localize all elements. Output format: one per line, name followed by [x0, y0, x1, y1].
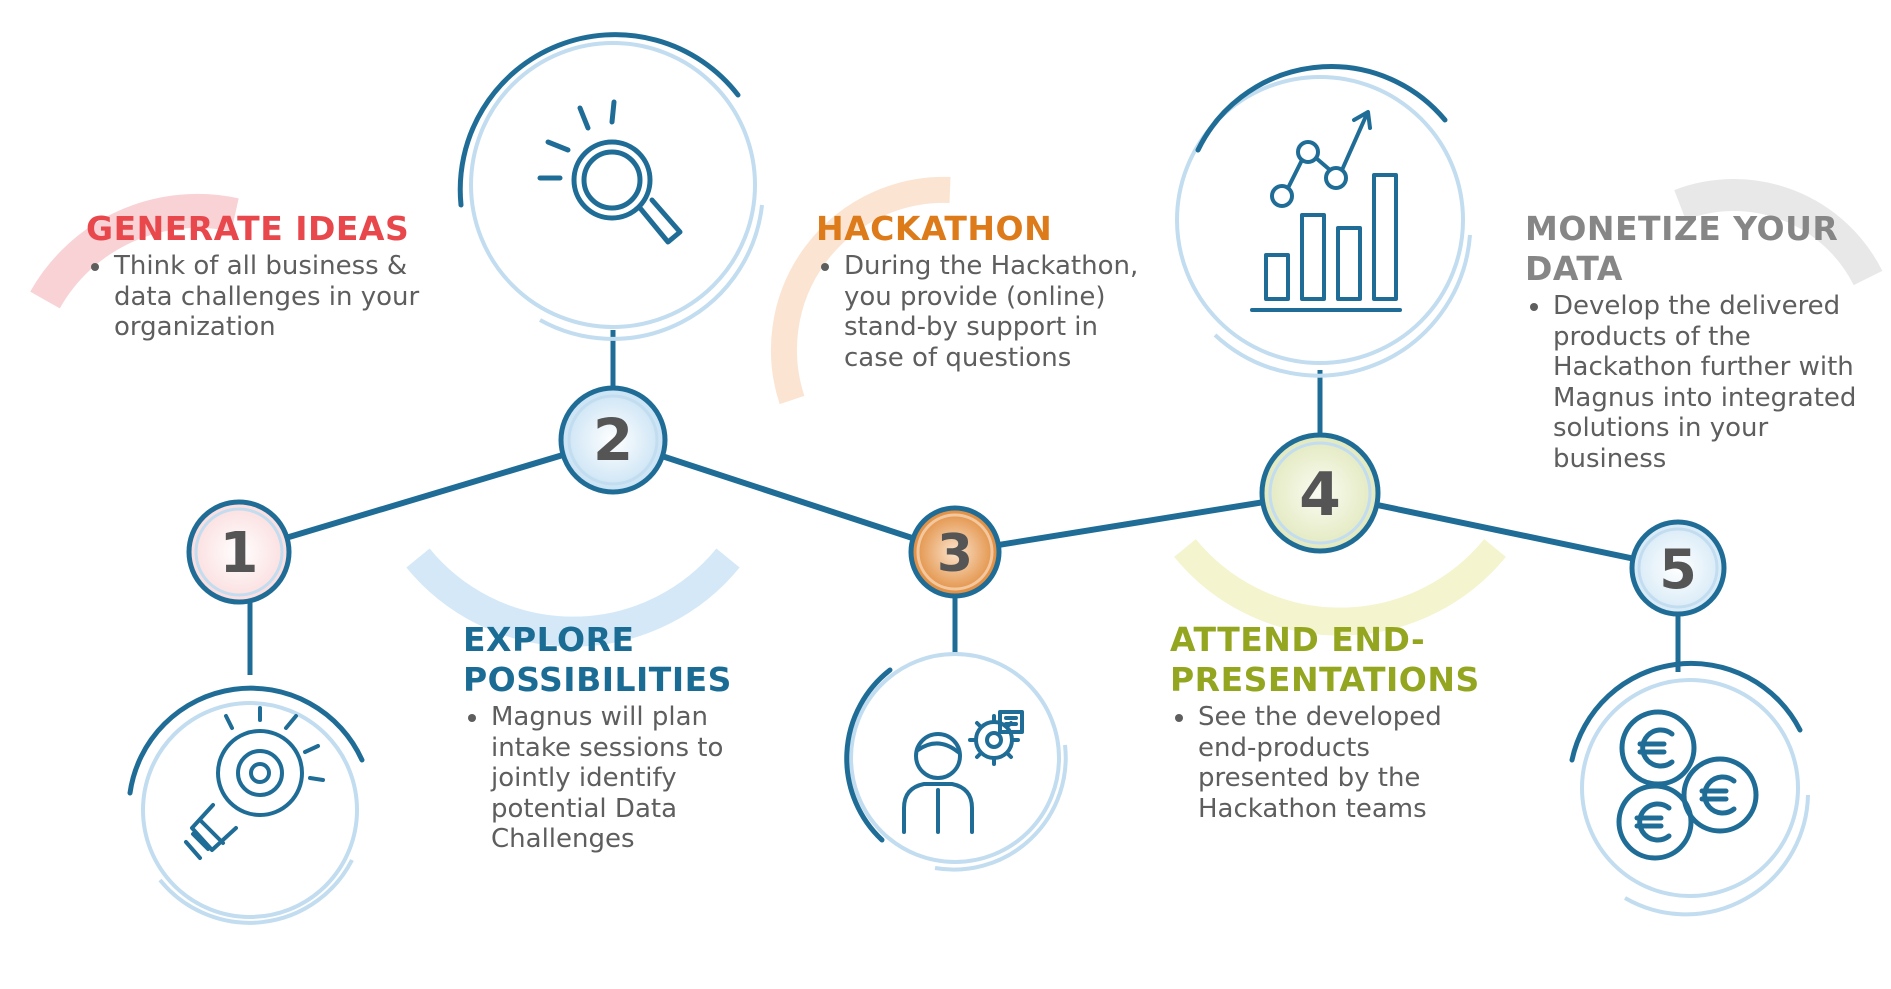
icon-circle-5	[1569, 660, 1810, 917]
step-2-title: EXPLORE POSSIBILITIES	[463, 620, 732, 699]
decor-arc-blue	[406, 548, 740, 647]
step-5-text: MONETIZE YOUR DATA Develop the delivered…	[1525, 209, 1875, 474]
step-4-title: ATTEND END-PRESENTATIONS	[1170, 620, 1480, 699]
step-3-text: HACKATHON During the Hackathon, you prov…	[816, 209, 1151, 373]
icon-circle-2	[457, 32, 764, 341]
step-5-description: Develop the delivered products of the Ha…	[1525, 291, 1875, 474]
step-number-4-label: 4	[1299, 460, 1341, 530]
step-number-2: 2	[558, 385, 668, 495]
decor-arc-orange	[770, 176, 951, 405]
step-4-description: See the developed end-products presented…	[1170, 702, 1480, 824]
icon-circle-4	[1175, 64, 1472, 378]
decor-arc-grey	[1674, 179, 1883, 286]
step-1-description-text: Think of all business & data challenges …	[114, 251, 420, 342]
step-number-5: 5	[1629, 519, 1727, 617]
bullet-icon	[1530, 303, 1538, 311]
step-5-title: MONETIZE YOUR DATA	[1525, 209, 1839, 288]
step-number-1: 1	[186, 499, 292, 605]
euro-coins-icon	[1616, 709, 1759, 861]
step-number-2-label: 2	[593, 406, 633, 474]
magnifier-icon	[537, 99, 683, 245]
step-2-text: EXPLORE POSSIBILITIES Magnus will plan i…	[463, 620, 763, 855]
step-number-1-label: 1	[220, 521, 259, 586]
bullet-icon	[821, 263, 829, 271]
step-number-3: 3	[908, 505, 1002, 599]
step-1-title: GENERATE IDEAS	[86, 209, 410, 248]
lightbulb-gear-icon	[184, 706, 325, 860]
bullet-icon	[468, 714, 476, 722]
step-3-description-text: During the Hackathon, you provide (onlin…	[844, 251, 1139, 373]
step-3-description: During the Hackathon, you provide (onlin…	[816, 251, 1151, 373]
step-1-text: GENERATE IDEAS Think of all business & d…	[86, 209, 466, 343]
icon-circle-3	[844, 652, 1068, 872]
step-2-description: Magnus will plan intake sessions to join…	[463, 702, 763, 855]
bullet-icon	[1175, 714, 1183, 722]
step-1-description: Think of all business & data challenges …	[86, 251, 466, 343]
bar-chart-icon	[1250, 110, 1402, 312]
bullet-icon	[91, 263, 99, 271]
person-gears-icon	[902, 710, 1024, 834]
step-4-description-text: See the developed end-products presented…	[1198, 702, 1442, 824]
decor-arc-red	[30, 193, 239, 309]
step-number-5-label: 5	[1659, 538, 1697, 601]
step-number-4: 4	[1259, 432, 1381, 554]
step-5-description-text: Develop the delivered products of the Ha…	[1553, 291, 1857, 474]
icon-circle-1	[127, 685, 365, 925]
step-3-title: HACKATHON	[816, 209, 1053, 248]
decor-arc-yellow	[1174, 539, 1506, 636]
step-2-description-text: Magnus will plan intake sessions to join…	[491, 702, 724, 854]
step-number-3-label: 3	[937, 524, 973, 584]
step-4-text: ATTEND END-PRESENTATIONS See the develop…	[1170, 620, 1480, 824]
